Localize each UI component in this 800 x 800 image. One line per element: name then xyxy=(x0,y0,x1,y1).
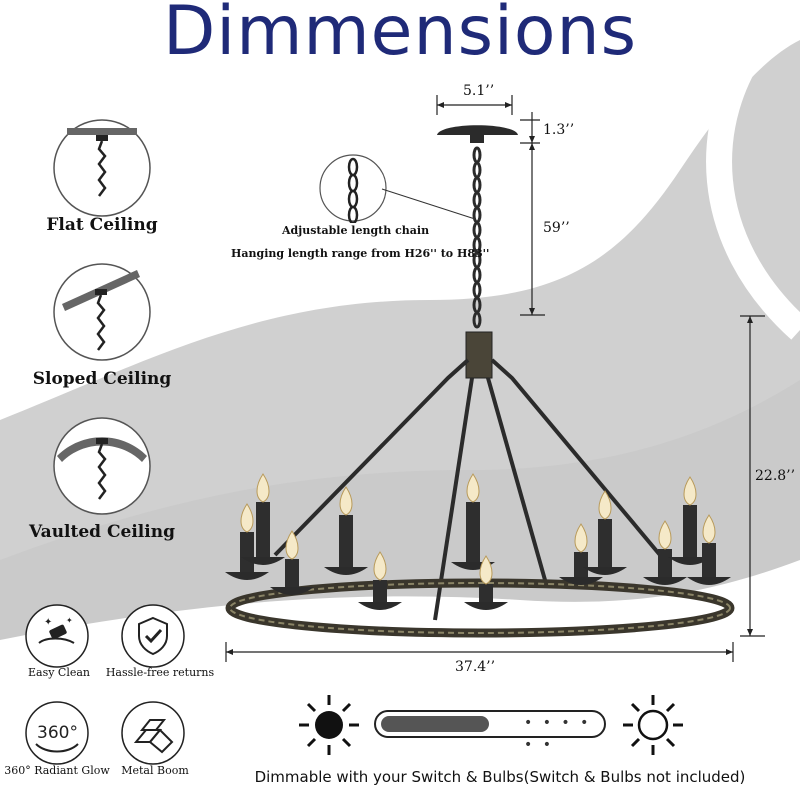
mount-label-flat: Flat Ceiling xyxy=(46,215,158,235)
candle-bulb xyxy=(702,514,716,544)
candle-sleeve xyxy=(256,502,270,557)
easy-clean-icon: ✦ ✦ xyxy=(25,604,89,668)
360-icon: 360° xyxy=(25,701,89,765)
candle-bulb xyxy=(285,530,299,560)
candle-bulb xyxy=(466,473,480,503)
candle-cup xyxy=(464,602,508,610)
dim-canopy-height: 1.3’’ xyxy=(543,122,575,138)
candle-cup xyxy=(324,567,368,575)
svg-text:✦: ✦ xyxy=(66,616,73,625)
chain-pointer xyxy=(381,188,476,220)
sloped-ceiling-icon xyxy=(53,263,151,361)
candle-bulb xyxy=(598,490,612,520)
sun-light-icon xyxy=(623,695,683,755)
candle-cup xyxy=(225,572,269,580)
candle-bulb xyxy=(373,551,387,581)
feature-returns xyxy=(120,603,190,673)
candle-sleeve xyxy=(285,559,299,587)
metal-bars-icon xyxy=(121,701,185,765)
svg-text:✦: ✦ xyxy=(44,617,52,628)
chain-detail-icon xyxy=(319,154,387,223)
feature-easy-clean: ✦ ✦ xyxy=(24,603,94,673)
candle-sleeve xyxy=(598,519,612,567)
mount-label-sloped: Sloped Ceiling xyxy=(32,369,172,389)
shield-check-icon xyxy=(121,604,185,668)
chain-note-line2: Hanging length range from H26'' to H83'' xyxy=(231,247,490,260)
dim-diameter: 37.4’’ xyxy=(455,659,496,675)
dim-canopy-width: 5.1’’ xyxy=(463,83,495,99)
candle-sleeve xyxy=(479,584,493,602)
chain-note-line1: Adjustable length chain xyxy=(282,224,430,237)
candle-sleeve xyxy=(683,505,697,557)
page-title: Dimmensions xyxy=(162,0,638,71)
dimmer-note: Dimmable with your Switch & Bulbs(Switch… xyxy=(254,768,746,786)
candle-sleeve xyxy=(373,580,387,602)
candle-cup xyxy=(559,577,603,585)
candle-cup xyxy=(687,577,731,585)
mount-vaulted xyxy=(52,416,152,516)
candle-cup xyxy=(270,587,314,595)
feature-metal xyxy=(120,700,190,770)
candle-cup xyxy=(358,602,402,610)
candle-sleeve xyxy=(574,552,588,577)
dim-chain-length: 59’’ xyxy=(543,220,570,236)
feature-360: 360° xyxy=(24,700,94,770)
mount-sloped xyxy=(52,262,152,362)
dimmer-slider-dots: • • • • • • xyxy=(524,715,592,753)
feature-label-returns: Hassle-free returns xyxy=(105,666,215,679)
vaulted-ceiling-icon xyxy=(53,417,151,515)
candle-bulb xyxy=(683,476,697,506)
candle-bulb xyxy=(479,555,493,585)
feature-label-metal: Metal Boom xyxy=(121,764,189,777)
candle-cup xyxy=(643,577,687,585)
candle-bulb xyxy=(658,520,672,550)
candle-sleeve xyxy=(658,549,672,577)
feature-label-easy-clean: Easy Clean xyxy=(27,666,91,679)
mount-flat xyxy=(52,118,152,218)
candle-bulb xyxy=(240,503,254,533)
candle-cup xyxy=(668,557,712,565)
candle-cup xyxy=(583,567,627,575)
candle-cup xyxy=(241,557,285,565)
sun-dark-icon xyxy=(299,695,359,755)
candle-bulb xyxy=(256,473,270,503)
candle-bulb xyxy=(574,523,588,553)
candle-sleeve xyxy=(702,543,716,577)
svg-text:360°: 360° xyxy=(37,723,78,743)
dimmer-slider-fill xyxy=(381,716,489,732)
mount-label-vaulted: Vaulted Ceiling xyxy=(29,522,175,542)
dimmer-slider[interactable]: • • • • • • xyxy=(374,710,606,753)
candle-sleeve xyxy=(466,502,480,562)
dim-body-height: 22.8’’ xyxy=(755,468,796,484)
feature-label-360: 360° Radiant Glow xyxy=(4,764,110,777)
candle-sleeve xyxy=(339,515,353,567)
candle-bulb xyxy=(339,486,353,516)
flat-ceiling-icon xyxy=(53,119,151,217)
